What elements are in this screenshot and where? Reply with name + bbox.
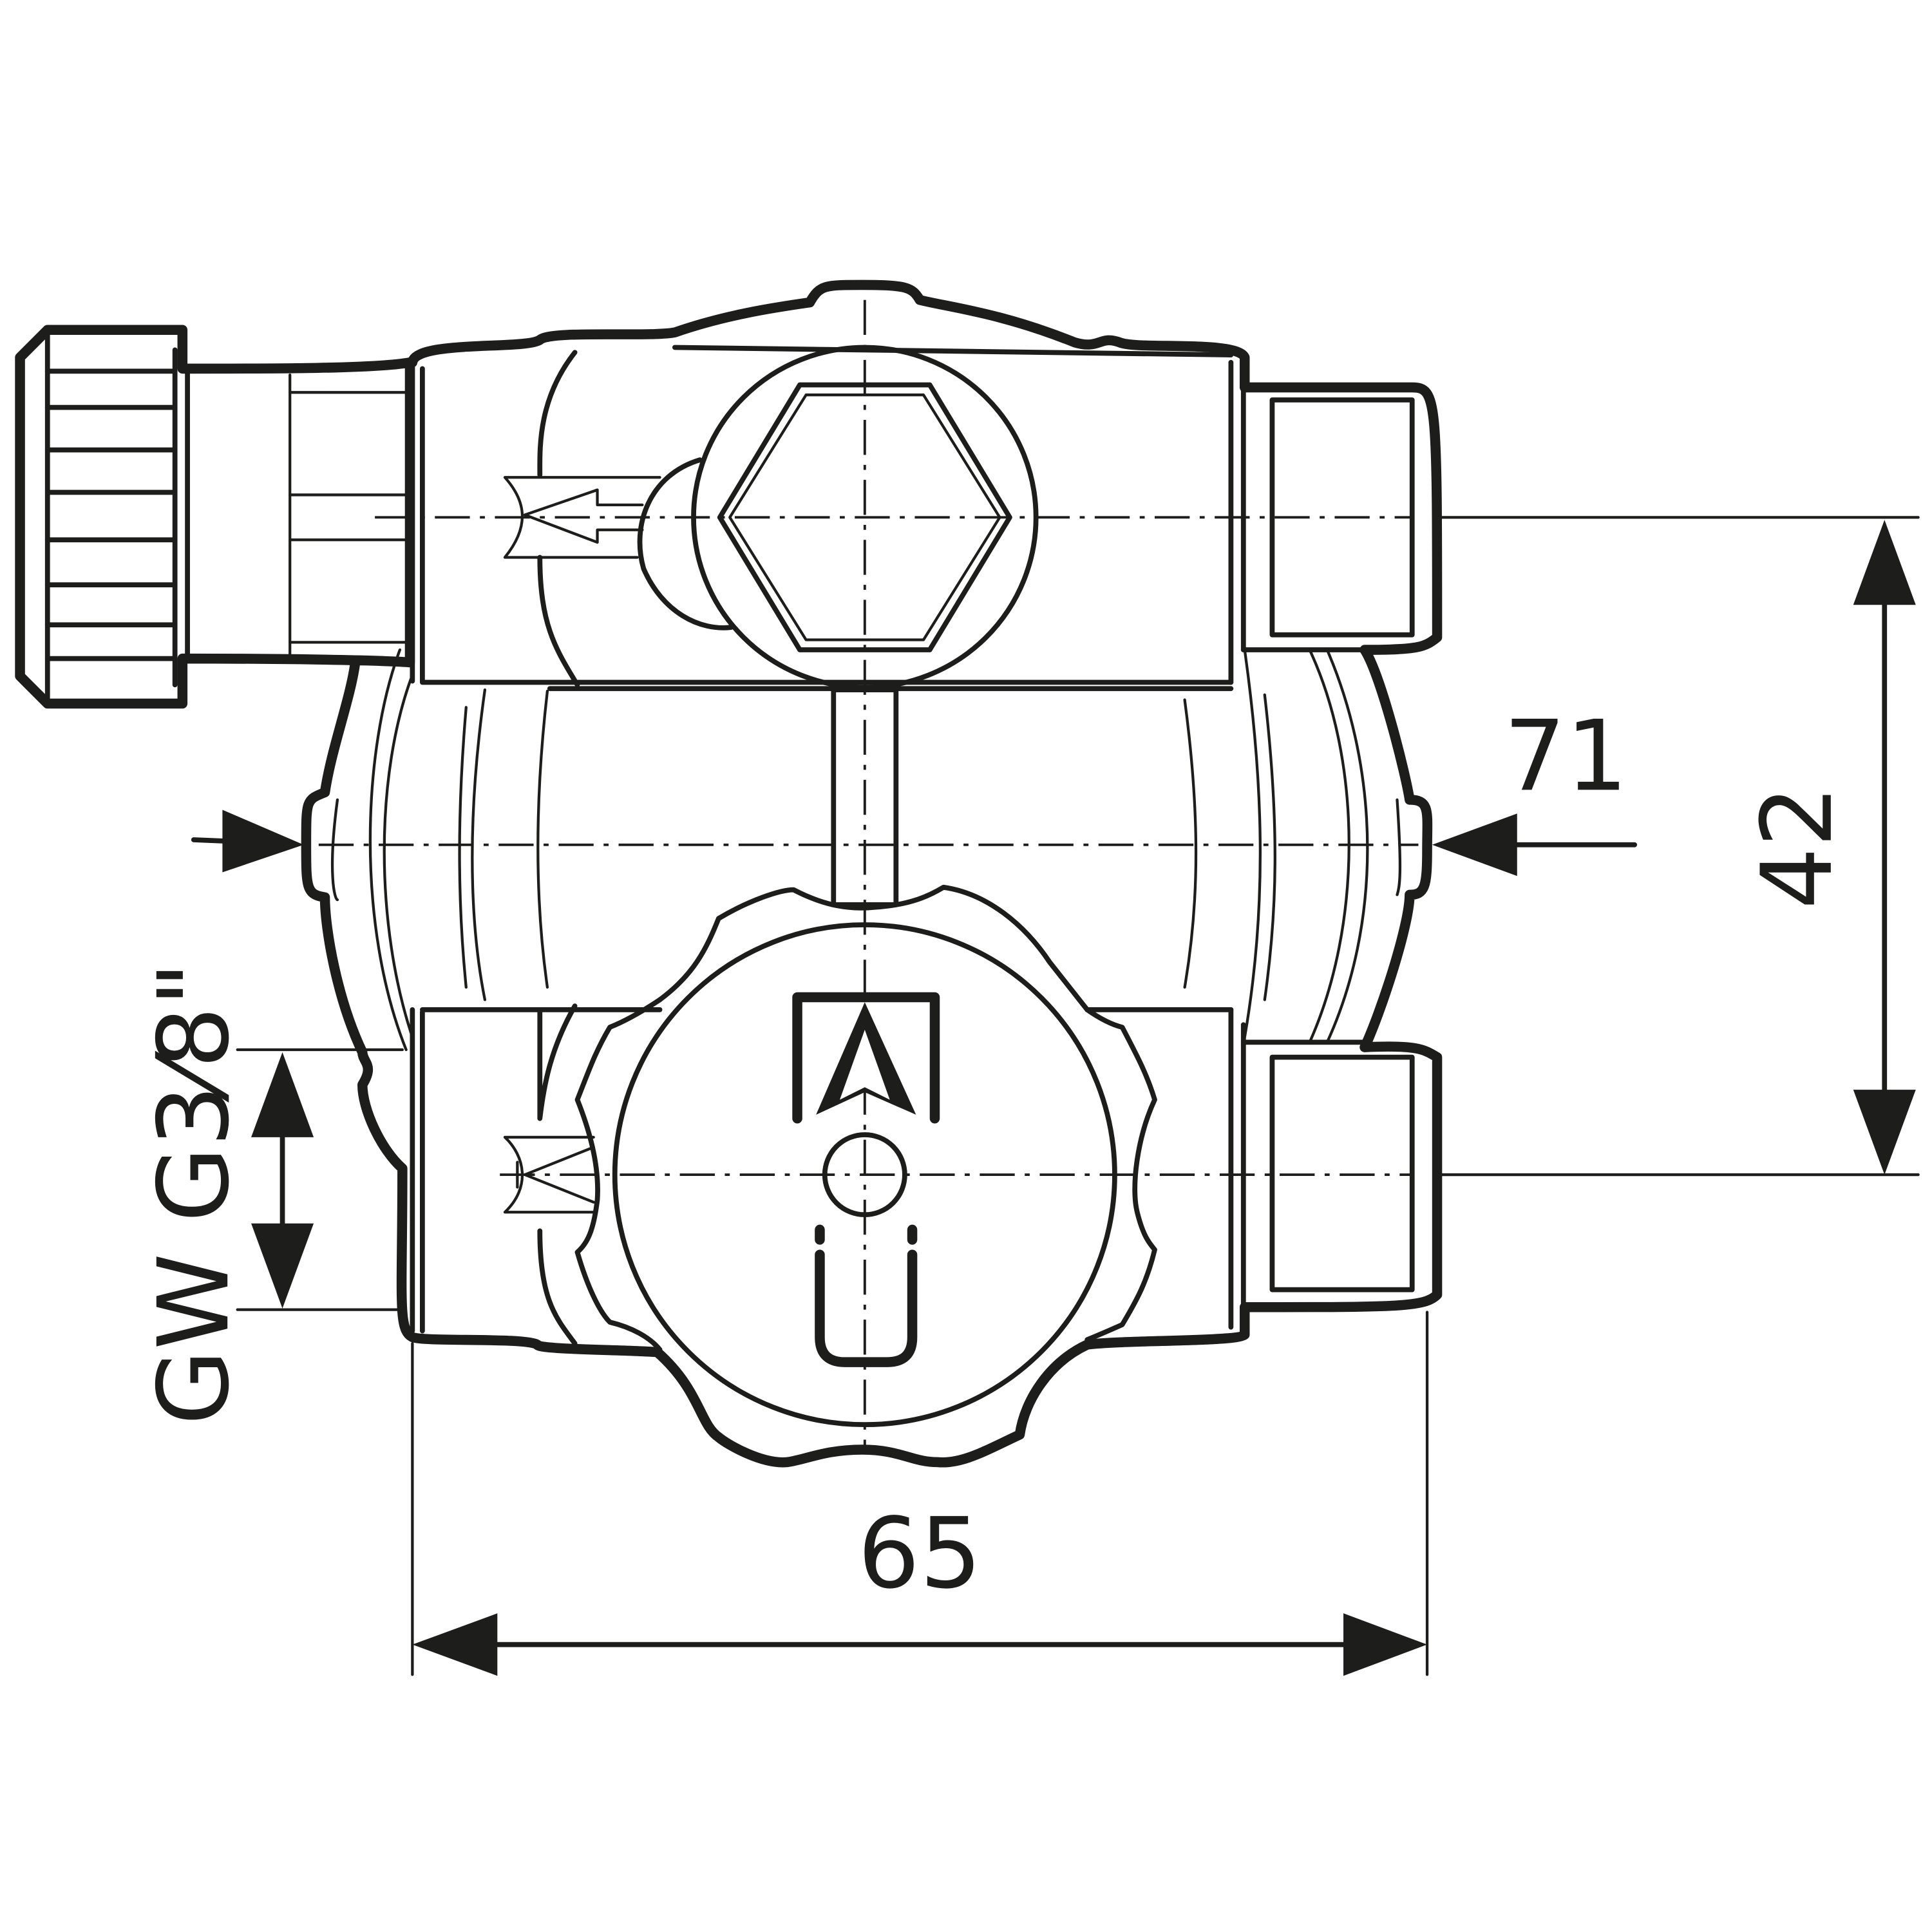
hex-plug xyxy=(503,345,1039,907)
dimension-thread: GW G3⁄8" xyxy=(137,961,404,1425)
thread-dimension-label: GW G3⁄8" xyxy=(137,961,251,1425)
valve-body xyxy=(301,279,1443,1468)
centerlines xyxy=(318,299,1419,1450)
dimension-width: 65 xyxy=(411,1311,1429,1676)
offset-dimension-label: 71 xyxy=(1504,699,1628,813)
dimension-height: 42 xyxy=(1435,516,1920,1177)
width-dimension-label: 65 xyxy=(858,1497,982,1610)
handwheel xyxy=(503,884,1157,1428)
height-dimension-label: 42 xyxy=(1741,785,1854,909)
left-union-nut xyxy=(15,325,415,709)
dimension-offset: 71 xyxy=(191,699,1638,876)
